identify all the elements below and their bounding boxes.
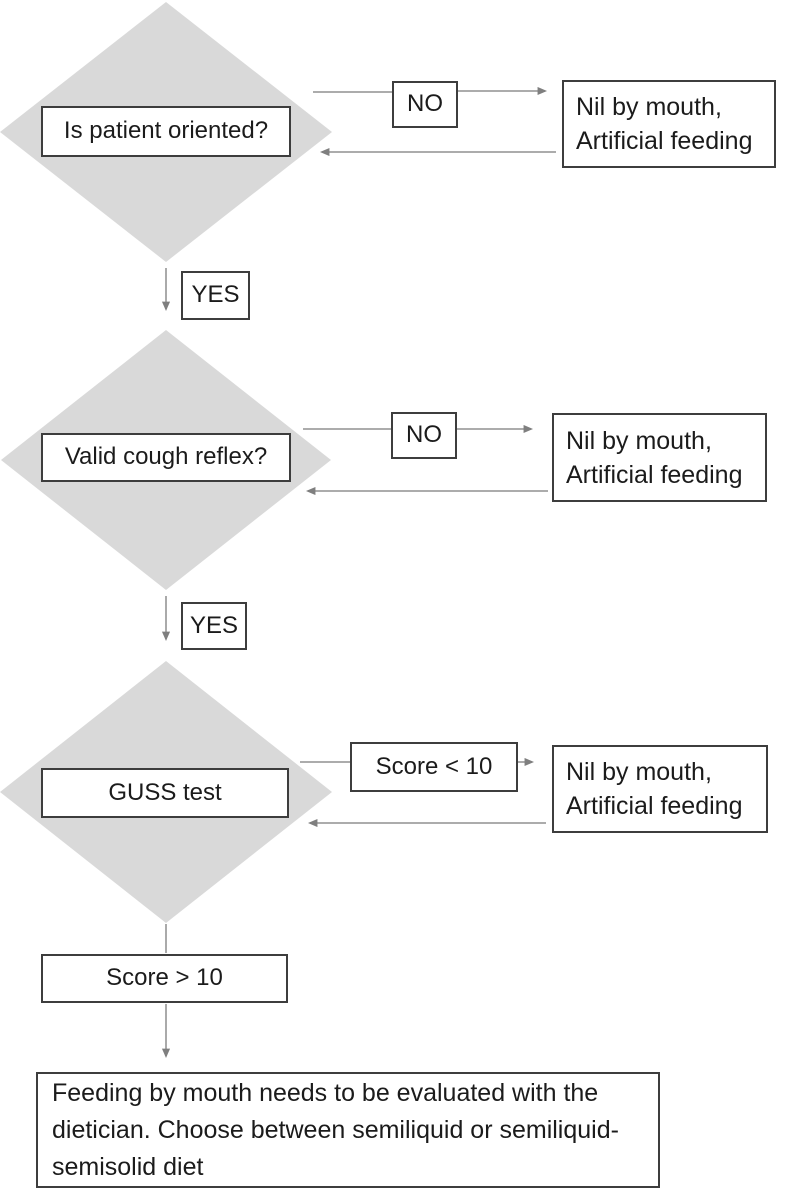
label-no-1: NO: [392, 81, 458, 128]
node-nil-by-mouth-1: Nil by mouth, Artificial feeding: [562, 80, 776, 168]
label-score-greater-than-10: Score > 10: [41, 954, 288, 1003]
node-nil-by-mouth-3: Nil by mouth, Artificial feeding: [552, 745, 768, 833]
label-yes-2: YES: [181, 602, 247, 650]
node-outcome: Feeding by mouth needs to be evaluated w…: [36, 1072, 660, 1188]
label-yes-1: YES: [181, 271, 250, 320]
node-nil-by-mouth-2: Nil by mouth, Artificial feeding: [552, 413, 767, 502]
node-question-2: Valid cough reflex?: [41, 433, 291, 482]
node-question-3: GUSS test: [41, 768, 289, 818]
label-score-less-than-10: Score < 10: [350, 742, 518, 792]
node-question-1: Is patient oriented?: [41, 106, 291, 157]
label-no-2: NO: [391, 412, 457, 459]
